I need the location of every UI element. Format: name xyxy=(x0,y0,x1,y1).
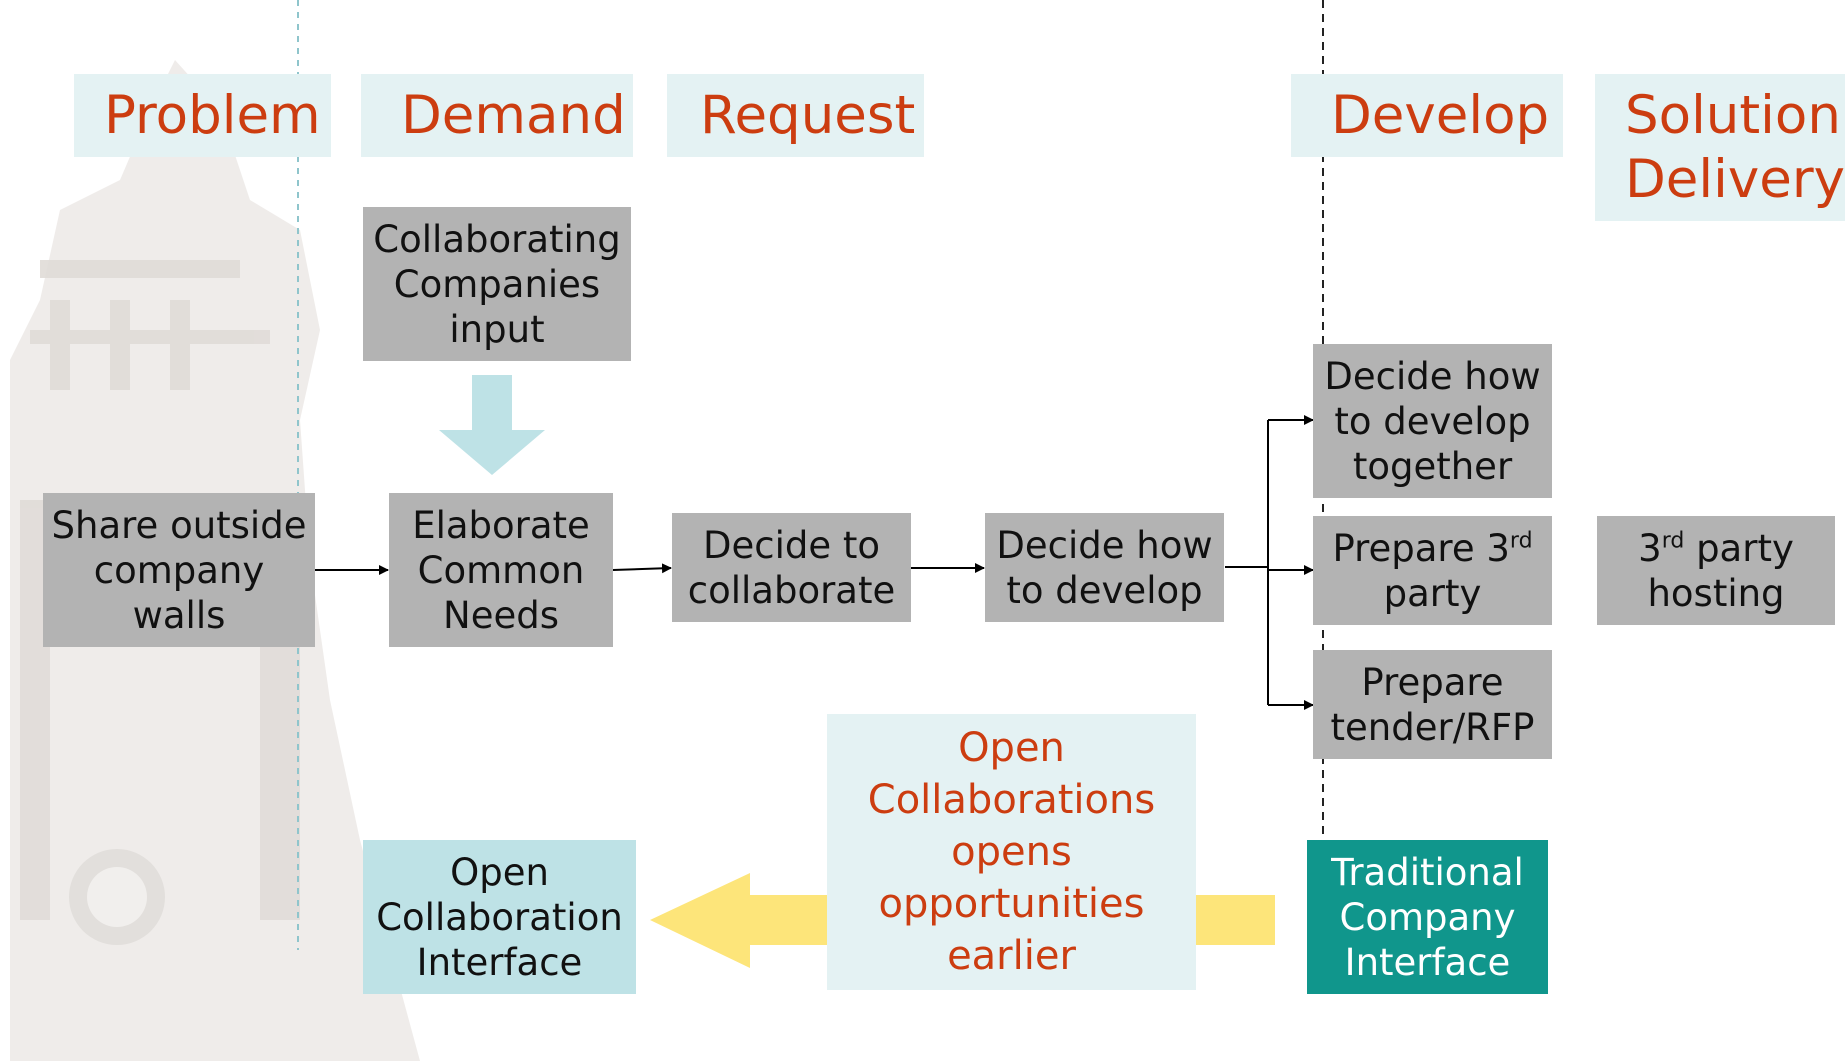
box-prepare-tender: Prepare tender/RFP xyxy=(1313,650,1552,759)
opportunities-note: Open Collaborations opens opportunities … xyxy=(827,714,1196,990)
box-decide-together: Decide how to develop together xyxy=(1313,344,1552,498)
open-collaboration-interface: Open Collaboration Interface xyxy=(363,840,636,994)
arrow-elaborate-decide xyxy=(612,563,672,574)
box-share-outside: Share outside company walls xyxy=(43,493,315,647)
box-decide-collaborate: Decide to collaborate xyxy=(672,513,911,622)
phase-request: Request xyxy=(667,74,924,157)
down-arrow-icon xyxy=(439,375,545,475)
phase-solution-delivery: Solution Delivery xyxy=(1595,74,1845,221)
traditional-company-interface: Traditional Company Interface xyxy=(1307,840,1548,994)
phase-problem: Problem xyxy=(74,74,331,157)
box-decide-how: Decide how to develop xyxy=(985,513,1224,622)
box-elaborate-needs: Elaborate Common Needs xyxy=(389,493,613,647)
phase-develop: Develop xyxy=(1291,74,1563,157)
box-collaborating-input: Collaborating Companies input xyxy=(363,207,631,361)
phase-demand: Demand xyxy=(361,74,633,157)
